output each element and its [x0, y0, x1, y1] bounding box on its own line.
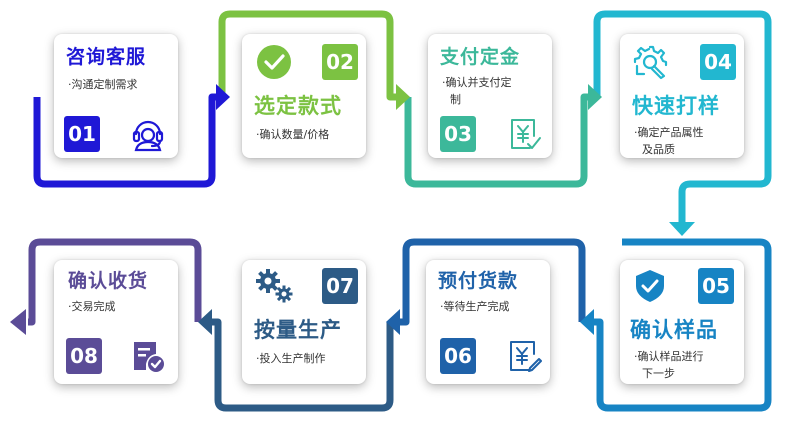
connector-4-5 [593, 10, 772, 224]
arrowhead-7 [198, 309, 212, 335]
connector-6-7 [398, 238, 586, 326]
step-title: 确认样品 [630, 318, 718, 342]
step-number: 01 [64, 116, 100, 152]
step-desc-cont: 及品质 [642, 143, 675, 156]
connector-5-6 [592, 238, 772, 412]
step-number: 05 [698, 268, 734, 304]
step-card-04: 04 快速打样 ·确定产品属性 及品质 [620, 34, 744, 158]
step-card-03: 支付定金 ·确认并支付定 制 03 [428, 34, 552, 158]
step-title: 预付货款 [438, 270, 519, 292]
connector-2-3 [218, 10, 398, 101]
step-card-07: 07 按量生产 ·投入生产制作 [242, 260, 366, 384]
arrowhead-4 [669, 222, 695, 236]
step-card-01: 咨询客服 ·沟通定制需求 01 [54, 34, 178, 158]
connector-3-4 [404, 93, 590, 188]
arrowhead-1 [216, 84, 230, 110]
step-number: 03 [440, 116, 476, 152]
step-desc: ·等待生产完成 [440, 300, 510, 313]
step-desc-cont: 下一步 [642, 367, 675, 380]
step-number: 02 [322, 44, 358, 80]
step-desc: ·确认数量/价格 [256, 128, 330, 141]
gears-icon [256, 269, 293, 303]
step-desc: ·确定产品属性 [634, 126, 704, 139]
connector-1-2 [33, 93, 218, 188]
step-title: 快速打样 [632, 94, 720, 118]
shield-check-icon [636, 270, 664, 302]
connector-7-8 [210, 318, 394, 412]
connector-8-exit [28, 238, 202, 326]
step-card-05: 05 确认样品 ·确认样品进行 下一步 [620, 260, 744, 384]
step-card-02: 02 选定款式 ·确认数量/价格 [242, 34, 366, 158]
arrowhead-5 [580, 309, 594, 335]
step-desc: ·投入生产制作 [256, 352, 326, 365]
arrowhead-2 [396, 84, 410, 110]
check-circle-icon [257, 45, 291, 79]
yuan-edit-icon [510, 341, 542, 372]
step-card-06: 预付货款 ·等待生产完成 06 [426, 260, 550, 384]
step-desc: ·沟通定制需求 [68, 78, 138, 91]
step-title: 确认收货 [68, 270, 149, 292]
step-title: 支付定金 [440, 46, 521, 68]
step-card-08: 确认收货 ·交易完成 08 [54, 260, 178, 384]
yuan-receipt-icon [511, 119, 541, 149]
delivery-check-icon [134, 342, 164, 372]
step-desc: ·确认样品进行 [634, 350, 704, 363]
step-number: 08 [66, 338, 102, 374]
step-title: 选定款式 [254, 94, 342, 118]
step-title: 咨询客服 [66, 46, 147, 68]
arrowhead-3 [588, 84, 602, 110]
arrowhead-8 [10, 309, 26, 335]
step-desc: ·确认并支付定 [442, 76, 512, 89]
step-number: 07 [322, 268, 358, 304]
wrench-gear-icon [633, 45, 668, 80]
headset-icon [132, 120, 164, 152]
step-desc-cont: 制 [450, 93, 461, 106]
step-number: 06 [440, 338, 476, 374]
step-number: 04 [700, 44, 736, 80]
arrowhead-6 [386, 309, 400, 335]
step-desc: ·交易完成 [68, 300, 116, 313]
step-title: 按量生产 [254, 318, 342, 342]
